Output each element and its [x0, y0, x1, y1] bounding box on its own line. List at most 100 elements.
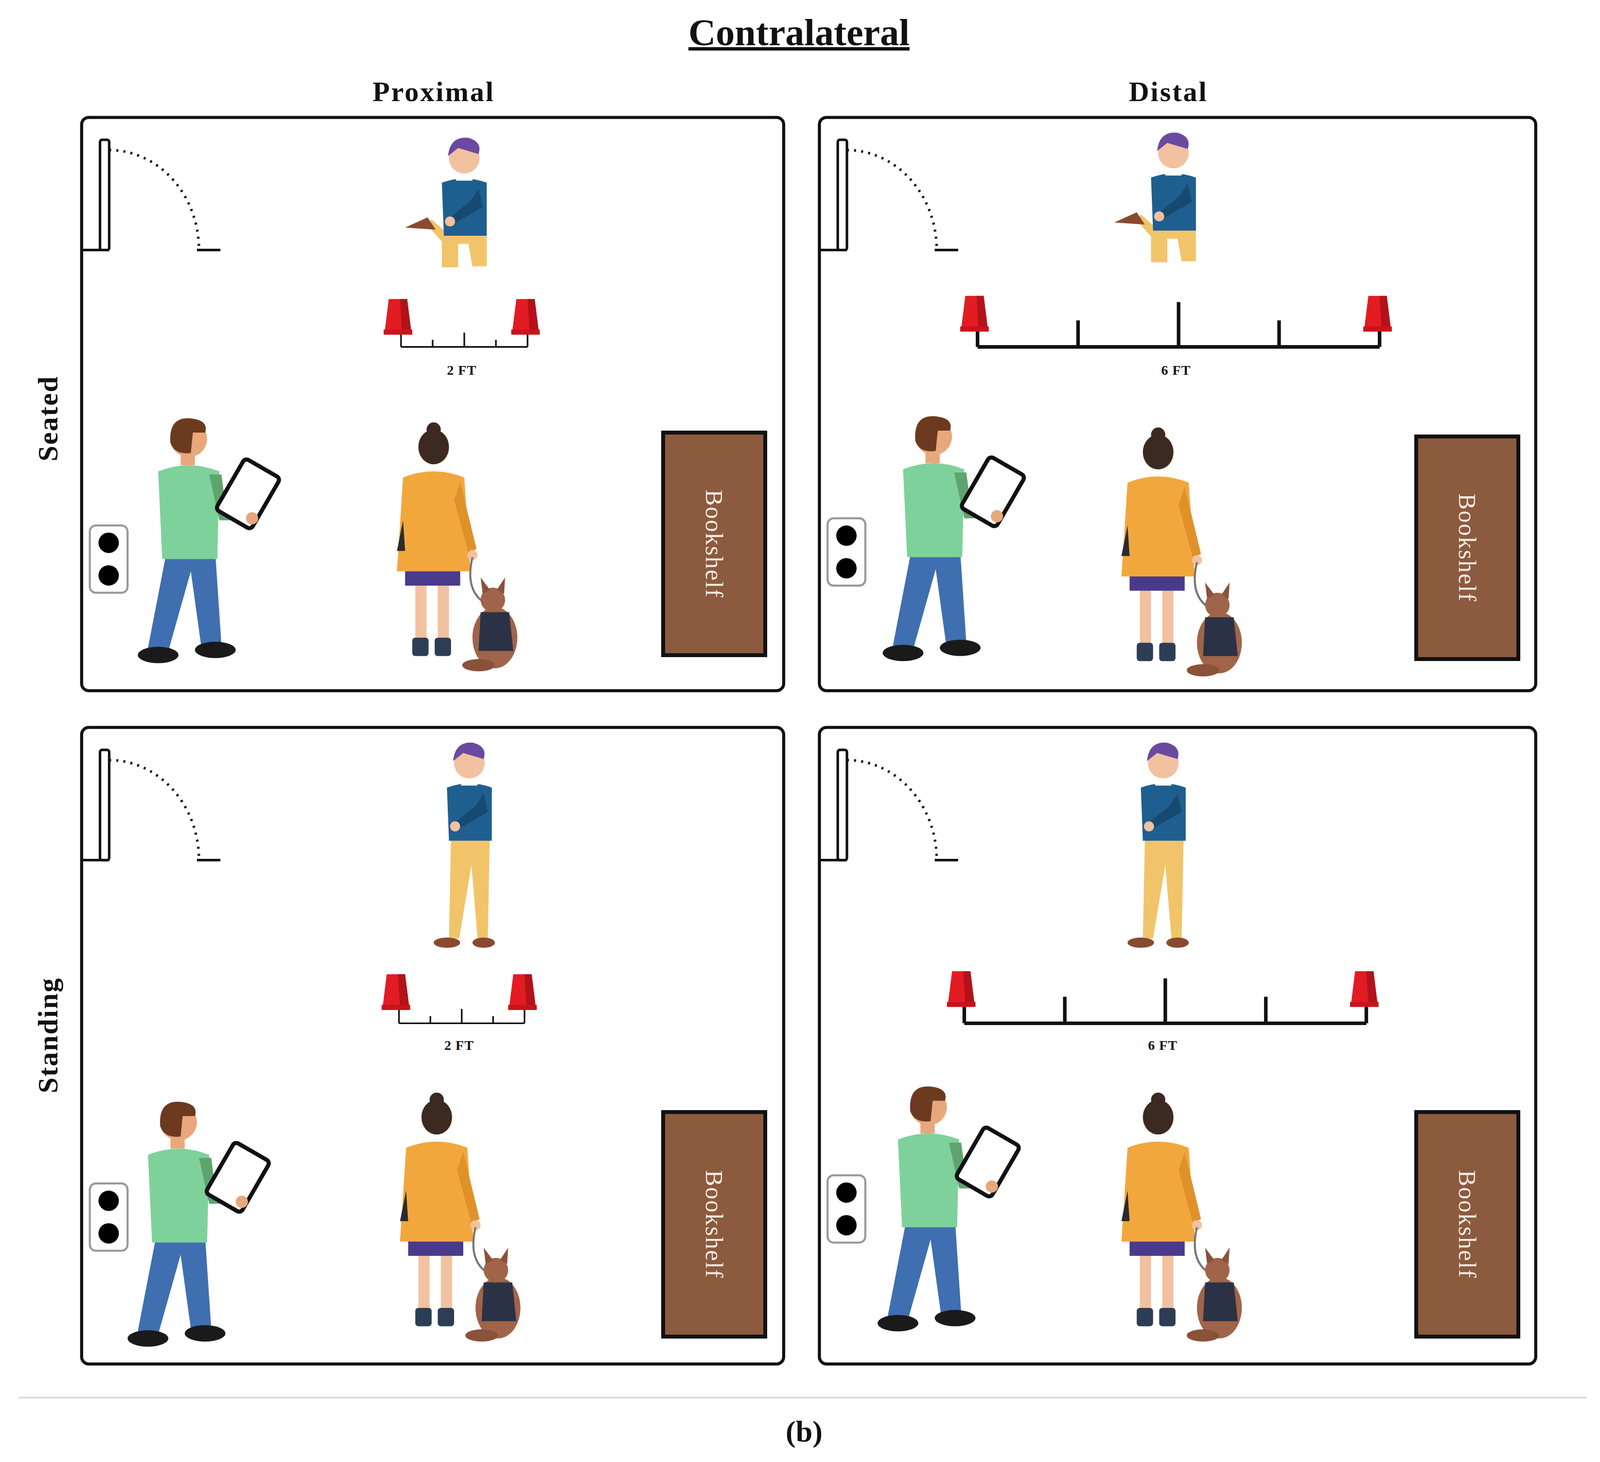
red-cup [1350, 1002, 1379, 1007]
leg [437, 581, 449, 642]
column-heading: Proximal [372, 77, 495, 106]
speaker-box [89, 1183, 128, 1252]
tablet [955, 1126, 1021, 1198]
ruler-tick [1177, 301, 1181, 347]
dog-ears [483, 1248, 509, 1265]
red-cup [511, 329, 541, 335]
speaker-box [827, 1175, 866, 1244]
green-shirt [897, 1133, 960, 1228]
boot [415, 1308, 432, 1327]
speaker-cone [98, 1223, 120, 1245]
tablet [205, 1142, 271, 1214]
bookshelf-box: Bookshelf [661, 1110, 768, 1339]
bookshelf-label: Bookshelf [1455, 493, 1480, 603]
shoe [404, 217, 436, 230]
red-cup [382, 974, 410, 1008]
dog-body [472, 607, 518, 669]
door-swing [109, 150, 200, 251]
bookshelf-box: Bookshelf [1414, 434, 1521, 662]
red-cup [1379, 296, 1391, 329]
red-cup [527, 298, 539, 332]
red-cup [948, 971, 975, 1004]
red-cup [398, 974, 410, 1008]
bookshelf-box: Bookshelf [661, 430, 768, 658]
speaker-cone [98, 565, 120, 586]
red-cup [381, 1005, 411, 1011]
hair-bun [1151, 427, 1166, 442]
yellow-pants [1142, 836, 1184, 939]
hand [985, 1180, 998, 1194]
row-heading: Standing [34, 977, 63, 1094]
room-outline [81, 117, 784, 692]
speaker-cone [836, 558, 857, 579]
red-cup [947, 1002, 976, 1007]
leg [1162, 586, 1174, 647]
green-shirt [158, 465, 220, 560]
shoe [184, 1325, 226, 1343]
pointing-hand [1154, 211, 1165, 222]
speaker-cone [98, 532, 120, 554]
sweater-sleeve [1159, 183, 1192, 219]
door-swing [109, 760, 200, 861]
ruler-tick [400, 332, 402, 347]
red-cup [1363, 326, 1392, 332]
shoe [877, 1315, 919, 1333]
dimension-label: 2 FT [444, 1038, 475, 1053]
dog-ears [1205, 582, 1230, 600]
red-cup [524, 974, 536, 1008]
red-cup [1364, 296, 1391, 329]
dog-tail [1186, 664, 1220, 677]
green-shirt [902, 463, 965, 558]
sweater-sleeve [1148, 793, 1182, 829]
ruler-tick [1264, 997, 1268, 1024]
dimension-label: 2 FT [446, 363, 477, 378]
collar [456, 174, 473, 181]
jeans [887, 1221, 962, 1319]
handbag [1121, 1191, 1130, 1222]
ruler-tick [460, 1009, 463, 1024]
shoe [472, 937, 495, 949]
boot [1136, 1308, 1154, 1327]
door-frame [196, 248, 221, 252]
hair [1157, 132, 1189, 152]
room-panel [81, 117, 784, 692]
door-leaf [100, 140, 110, 251]
door-leaf [100, 750, 110, 861]
ruler-tick [431, 339, 434, 348]
dog-tail [462, 659, 495, 672]
room-panel [819, 727, 1536, 1365]
red-cup [512, 298, 540, 332]
row-heading: Seated [34, 375, 63, 461]
dog-vest [478, 612, 513, 651]
shoe [194, 641, 236, 659]
leg [1162, 1251, 1174, 1312]
coat-sleeve [1178, 486, 1201, 559]
sweater-sleeve [450, 188, 483, 224]
door-frame [934, 248, 959, 252]
ruler-tick [429, 1016, 432, 1024]
yellow-pants [448, 836, 490, 939]
hair [159, 1102, 196, 1138]
tablet [960, 456, 1026, 528]
red-cup [508, 1005, 537, 1011]
dog-tail [1186, 1329, 1220, 1342]
shoe [934, 1310, 976, 1327]
boot [1159, 1308, 1176, 1327]
shoe [939, 639, 981, 657]
blue-sweater [1141, 783, 1186, 842]
hand [990, 510, 1003, 523]
red-cup [400, 298, 412, 332]
shoe [137, 647, 179, 664]
door-leaf [837, 750, 847, 861]
bookshelf-label: Bookshelf [1455, 1170, 1480, 1280]
collar [1165, 169, 1182, 176]
red-cup [961, 296, 988, 329]
red-cup [384, 298, 412, 332]
shoe [882, 645, 924, 662]
door-frame [934, 859, 959, 862]
door-leaf [837, 140, 847, 251]
bookshelf-label: Bookshelf [702, 489, 727, 599]
figure-title: Contralateral [688, 13, 910, 52]
red-cup [963, 971, 975, 1004]
